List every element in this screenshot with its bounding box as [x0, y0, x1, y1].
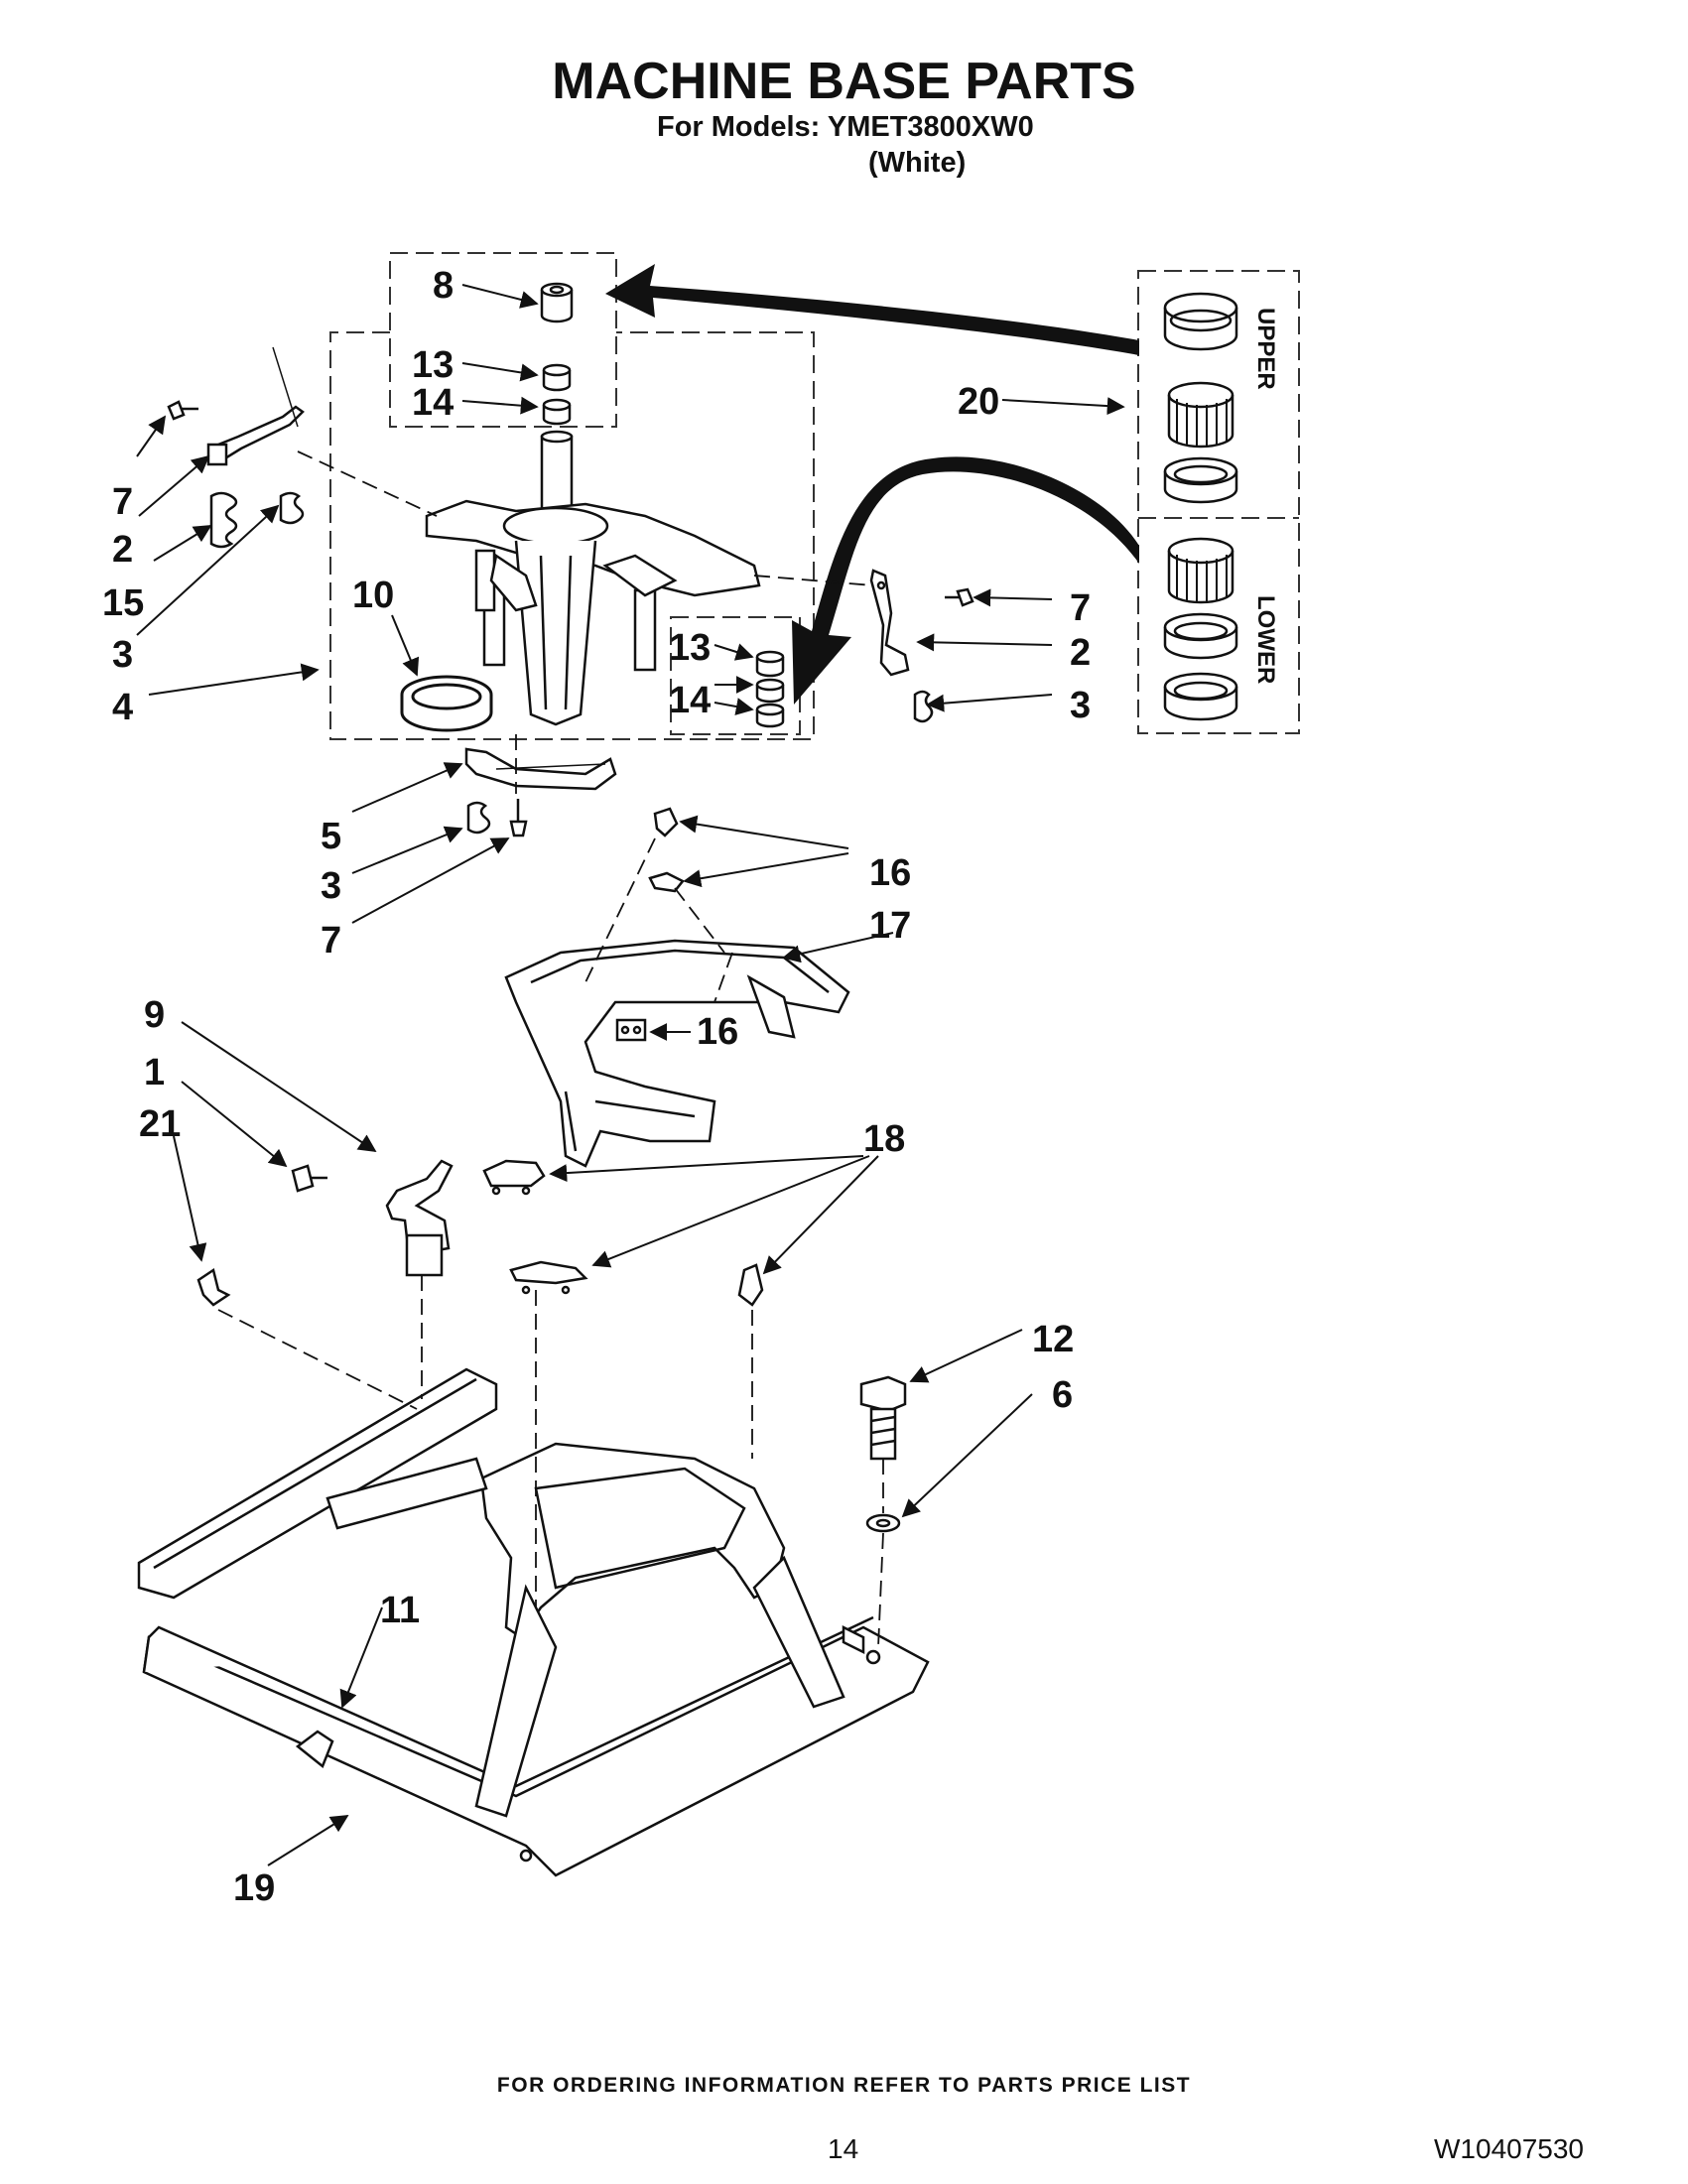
assembly-boxes [329, 252, 1300, 740]
callout-10: 10 [352, 575, 394, 616]
page-number: 14 [828, 2133, 859, 2164]
tub-clip-group [196, 1159, 454, 1307]
callout-3-lower: 3 [321, 865, 341, 907]
ordering-note: FOR ORDERING INFORMATION REFER TO PARTS … [496, 2074, 1192, 2097]
kit-parts [1163, 292, 1238, 721]
callout-7-lower: 7 [321, 920, 341, 962]
document-number: W10407530 [1434, 2133, 1585, 2164]
callout-21: 21 [139, 1103, 181, 1145]
seal-ring [400, 675, 493, 732]
callout-9: 9 [144, 994, 165, 1036]
callout-19: 19 [233, 1867, 275, 1909]
callout-3: 3 [112, 634, 133, 676]
gearcase-assembly [425, 430, 761, 726]
box-upper-bearings [389, 252, 617, 428]
bolt-washer [859, 1375, 907, 1533]
callout-7-right: 7 [1070, 587, 1091, 629]
callout-13-lower: 13 [669, 627, 711, 669]
callout-11: 11 [380, 1590, 420, 1631]
callout-6: 6 [1052, 1374, 1073, 1416]
page-title: MACHINE BASE PARTS [552, 53, 1136, 110]
callout-5: 5 [321, 816, 341, 857]
callout-1: 1 [144, 1052, 165, 1093]
callout-4: 4 [112, 687, 133, 728]
machine-base-frame [137, 1367, 930, 1877]
callout-12: 12 [1032, 1319, 1074, 1360]
upper-kit-label: UPPER [1252, 308, 1279, 390]
lower-bracket-group [464, 747, 617, 837]
color-line: (White) [868, 147, 967, 179]
callout-16: 16 [869, 852, 911, 894]
callout-2: 2 [112, 529, 133, 571]
kit-arrows [605, 264, 1139, 705]
upper-bearing-stack [540, 282, 574, 426]
lower-bearing-stack [755, 650, 785, 728]
callout-numbers: 8 13 14 20 7 2 15 3 10 4 13 14 7 2 3 5 3… [102, 265, 1091, 1909]
callout-13: 13 [412, 344, 454, 386]
callout-20: 20 [958, 381, 999, 423]
upper-kit-arrow [605, 264, 1139, 355]
callout-8: 8 [433, 265, 454, 307]
dome-clips [615, 807, 685, 1042]
explode-lines [217, 450, 884, 1648]
models-line: For Models: YMET3800XW0 [657, 111, 1034, 143]
box-kit [1137, 270, 1300, 734]
callout-14-lower: 14 [669, 680, 711, 721]
callout-18: 18 [863, 1118, 905, 1160]
box-gearcase [329, 331, 815, 740]
callout-15: 15 [102, 582, 144, 624]
callout-2-right: 2 [1070, 632, 1091, 674]
callout-14: 14 [412, 382, 454, 424]
base-top-frame [504, 939, 850, 1168]
lower-kit-label: LOWER [1252, 595, 1279, 684]
leader-lines [136, 284, 1125, 1866]
callout-16-lower: 16 [697, 1011, 738, 1053]
callout-7: 7 [112, 481, 133, 523]
left-bracket-group [167, 346, 305, 549]
callout-17: 17 [869, 905, 911, 947]
right-bracket-group [869, 569, 974, 723]
suspension-pads [482, 1159, 764, 1307]
callout-3-right: 3 [1070, 685, 1091, 726]
